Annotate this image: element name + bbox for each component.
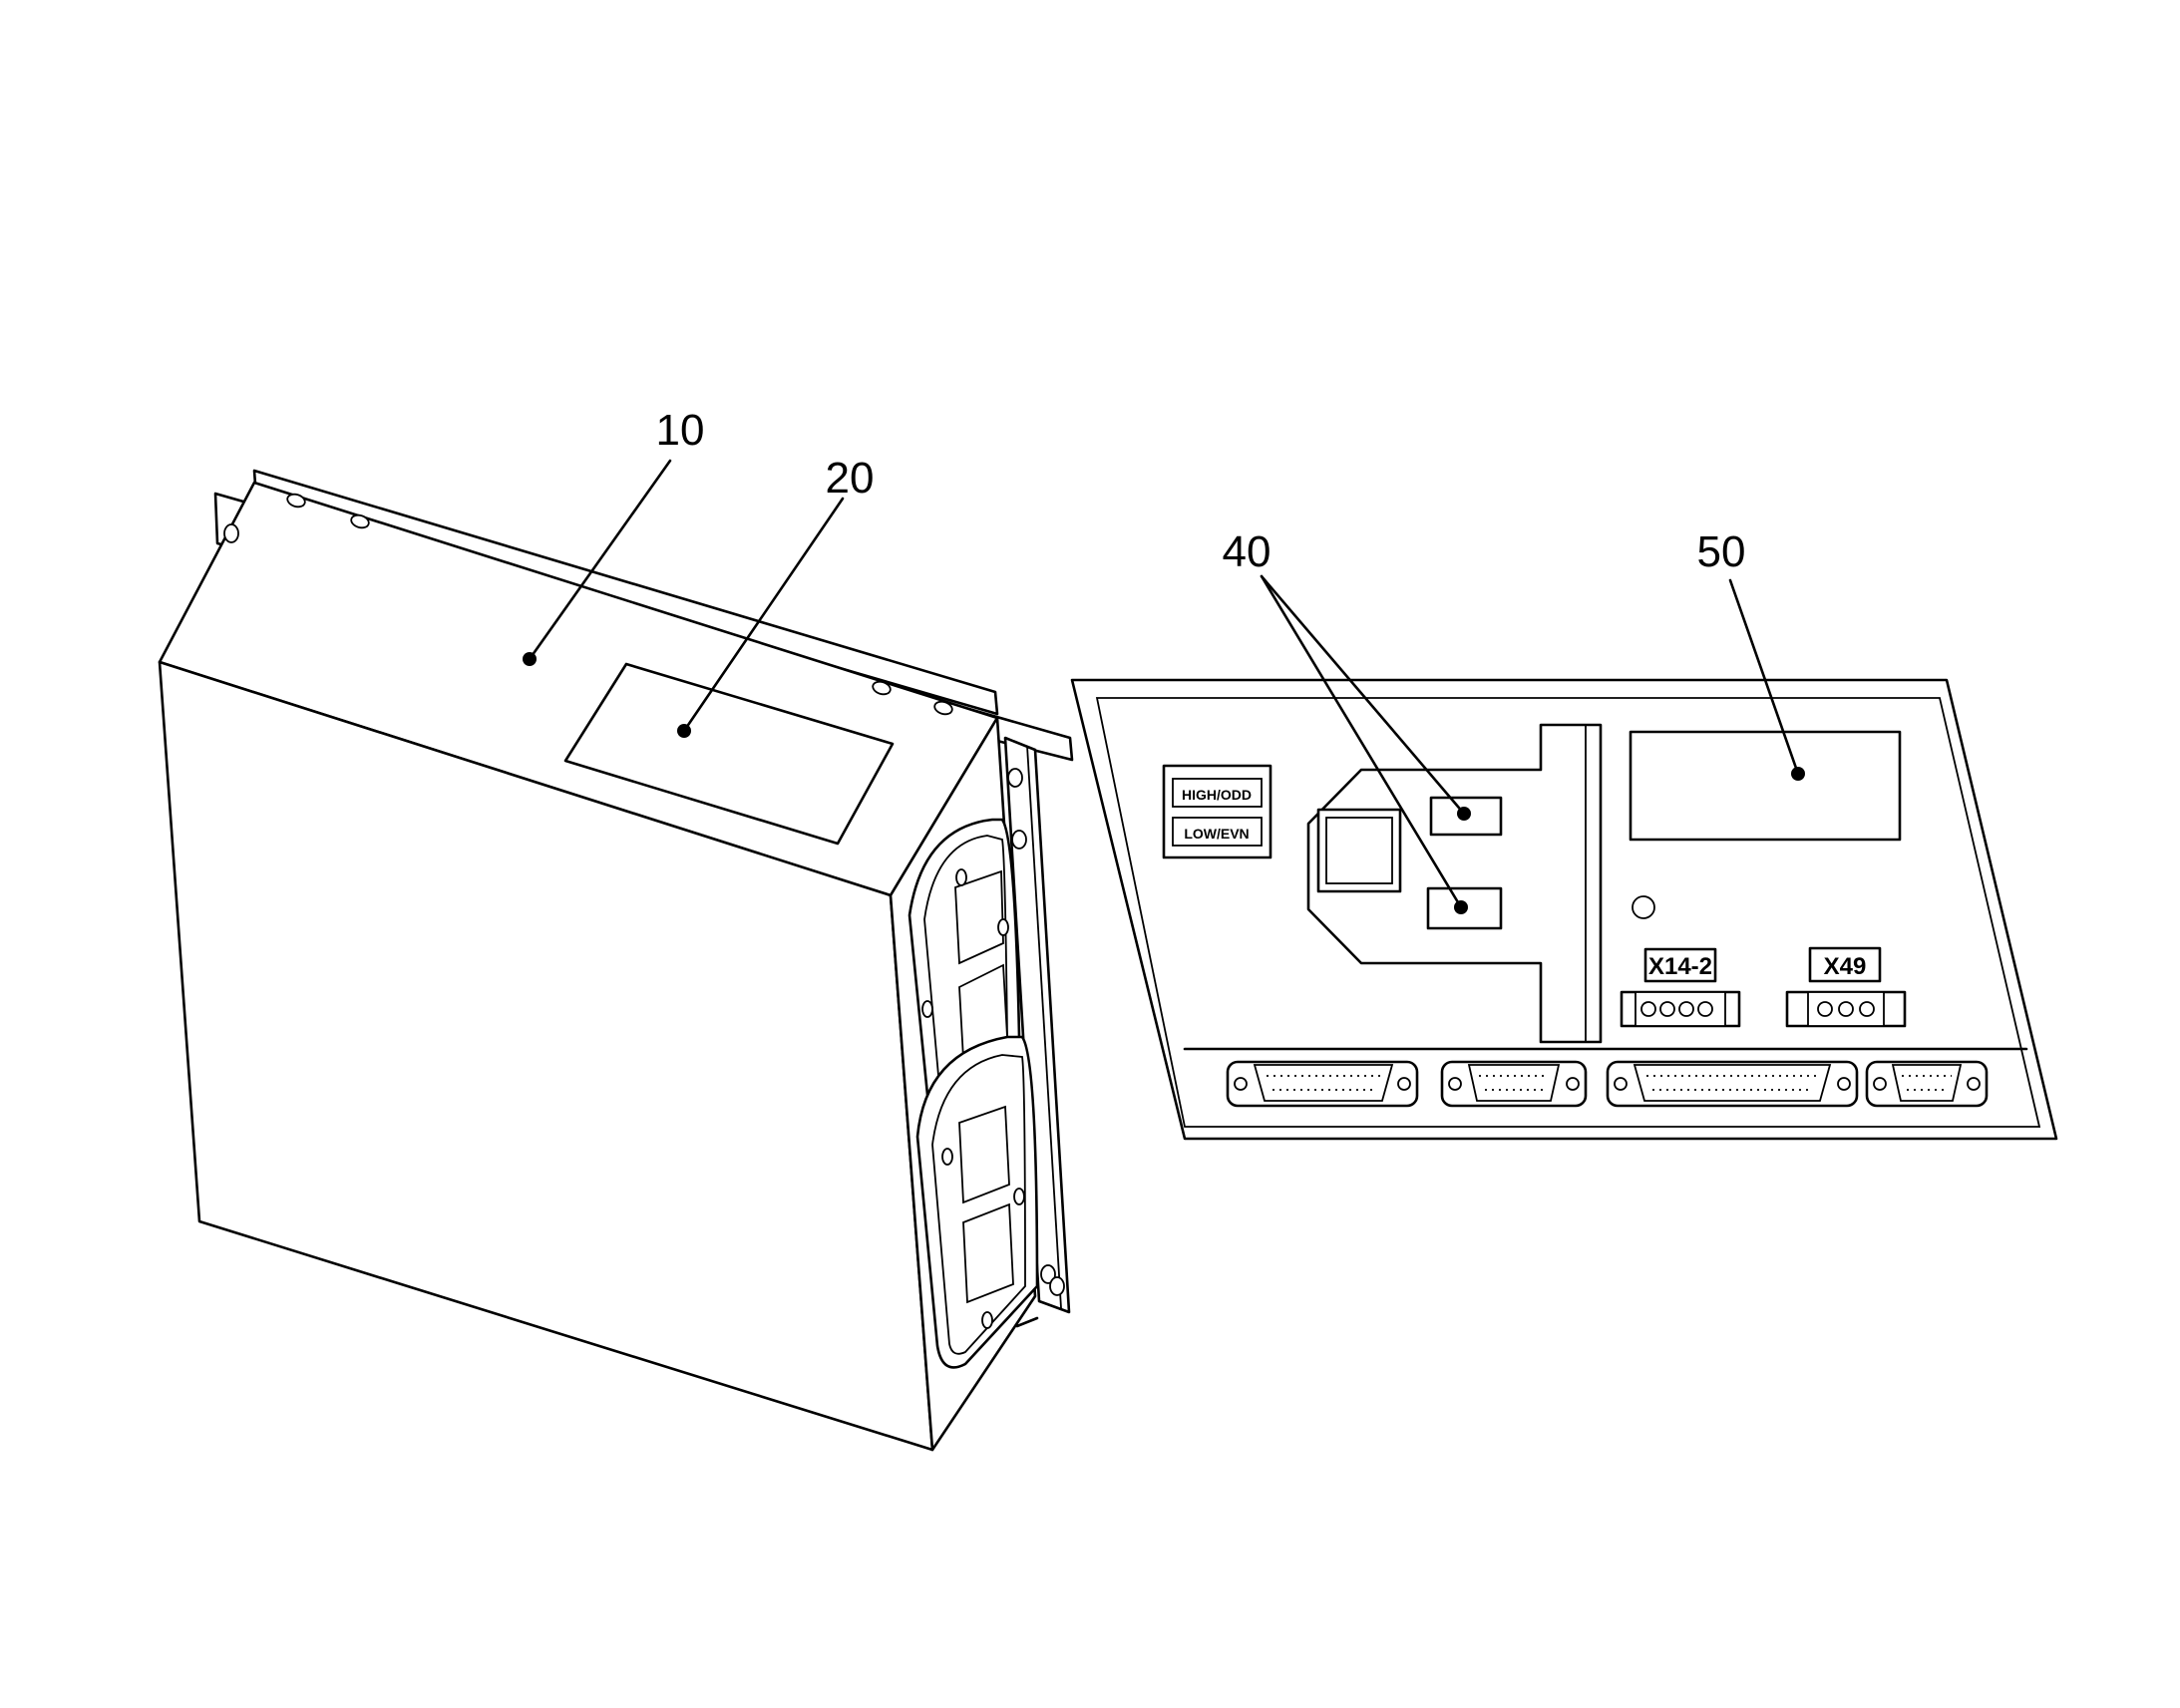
ref-numeral-40: 40 [1223,527,1272,576]
connector-x49-label: X49 [1824,953,1867,980]
ref-numeral-20: 20 [826,454,875,503]
label-high-odd: HIGH/ODD [1182,787,1252,803]
connector-x14-2-label: X14-2 [1648,953,1712,980]
processor-chip [1316,808,1402,893]
side-connector-upper [908,818,1021,1111]
dsub-connector-3 [1606,1060,1859,1108]
circuit-board: HIGH/ODD LOW/EVN X14-2 X49 [1070,527,2058,1141]
board-label-area [1629,730,1902,842]
side-connector-lower [915,1035,1039,1369]
ref-numeral-10: 10 [656,406,705,455]
dsub-connector-2 [1440,1060,1588,1108]
connector-x14-2: X14-2 [1620,947,1741,1028]
housing-label-area [563,662,895,846]
chip-position-labels: HIGH/ODD LOW/EVN [1162,764,1272,859]
dsub-connector-4 [1865,1060,1989,1108]
board-mounting-hole [1632,895,1655,919]
label-low-even: LOW/EVN [1184,826,1249,842]
connector-x49: X49 [1785,946,1907,1028]
dsub-connector-1 [1226,1060,1419,1108]
memory-chip-upper [1429,796,1503,837]
ref-numeral-50: 50 [1697,527,1746,576]
memory-daughterboard [1306,723,1603,1044]
control-unit-housing: 10 20 [158,406,1074,1452]
